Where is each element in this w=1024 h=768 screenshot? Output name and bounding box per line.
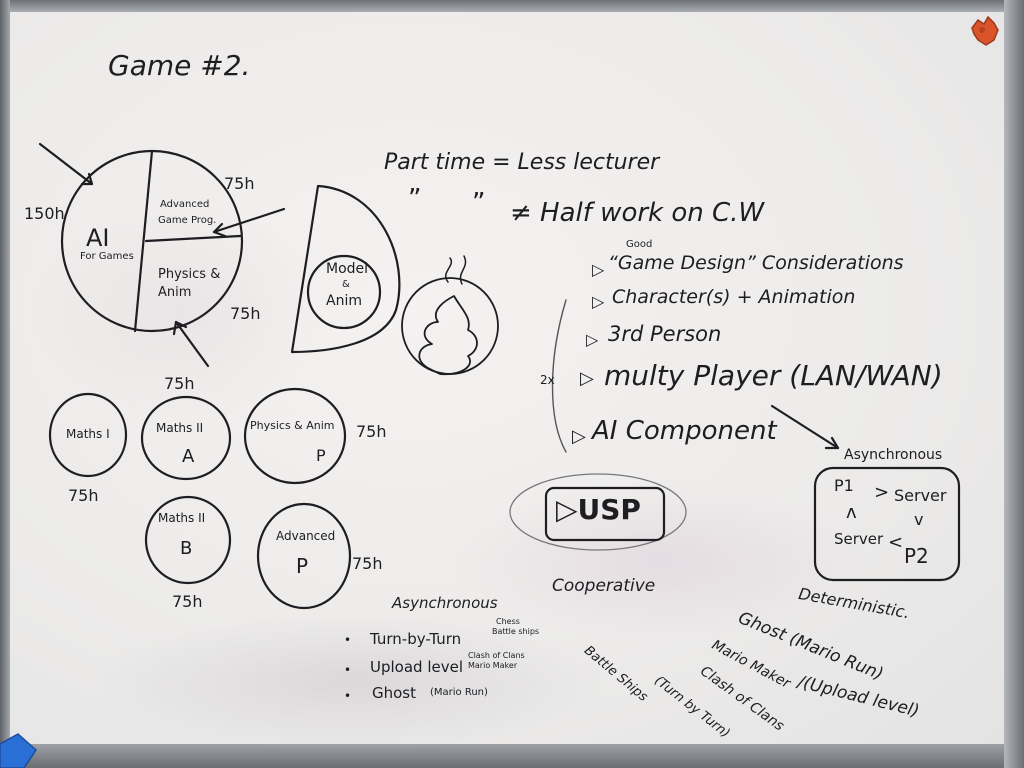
bullet-2-text: Character(s) + Animation — [612, 286, 856, 308]
bullet-3-text: 3rd Person — [608, 322, 722, 346]
notes-line-2: ≠ Half work on C.W — [510, 198, 765, 228]
sketch-circle — [401, 277, 499, 375]
ditto-mark-1: ” — [408, 184, 422, 214]
list-item-2-note2: Mario Maker — [468, 661, 518, 670]
eraser-smudge — [450, 482, 870, 642]
model-label: Model — [326, 261, 369, 277]
async-caret-down: v — [914, 510, 924, 529]
board-frame-left — [0, 0, 10, 768]
module-circle — [48, 392, 128, 478]
pie-ai-label: AI — [86, 224, 110, 252]
notes-line-1: Part time = Less lecturer — [384, 150, 660, 175]
list-item-1-text: Turn-by-Turn — [370, 630, 462, 648]
module-advanced-sub: P — [296, 554, 309, 578]
bullet-5-text: AI Component — [592, 416, 777, 446]
whiteboard-surface — [10, 12, 1004, 752]
async-arrow-2: < — [888, 532, 904, 553]
module-maths2b-hours: 75h — [172, 592, 203, 611]
module-physics-sub: P — [316, 446, 326, 465]
usp-label: ▷USP — [556, 493, 641, 526]
module-physics-label: Physics & Anim — [250, 419, 335, 432]
asynchronous-heading: Asynchronous — [392, 594, 498, 612]
anim-label: Anim — [326, 293, 362, 309]
module-maths1-hours: 75h — [68, 486, 99, 505]
module-advanced-label: Advanced — [276, 529, 336, 543]
board-frame-top — [0, 0, 1024, 12]
list-item-2-note1: Clash of Clans — [468, 651, 525, 660]
magnet-icon — [971, 15, 999, 46]
module-maths1-label: Maths I — [66, 427, 110, 441]
module-maths2a-hours: 75h — [164, 374, 195, 393]
board-frame-right — [1004, 0, 1024, 768]
pie-divider-horizontal — [144, 234, 242, 243]
bullet-4-prefix: ▷ — [580, 368, 594, 389]
async-box-title: Asynchronous — [844, 447, 943, 463]
bullet-2-prefix: ▷ — [592, 292, 605, 311]
module-maths2a-sub: A — [182, 446, 195, 467]
bullet-1-over: Good — [626, 239, 653, 250]
list-item-3-note1: (Mario Run) — [430, 687, 488, 698]
bullet-1-prefix: ▷ — [592, 260, 605, 279]
list-bullet-3: • — [344, 689, 352, 703]
async-server-bottom: Server — [834, 530, 884, 548]
pie-advanced-hours: 75h — [224, 174, 255, 193]
pie-advanced-sublabel: Game Prog. — [158, 215, 217, 226]
module-circle — [140, 395, 232, 481]
module-advanced-hours: 75h — [352, 554, 383, 573]
model-anim-half-disc — [290, 184, 401, 354]
list-item-2-text: Upload level — [370, 658, 463, 676]
pie-advanced-label: Advanced — [160, 199, 210, 210]
bullet-4-pre: 2x — [540, 373, 555, 387]
module-maths2a-label: Maths II — [156, 421, 204, 435]
pie-physics-hours: 75h — [230, 304, 261, 323]
module-maths2b-sub: B — [180, 538, 193, 559]
usp-box — [544, 486, 666, 542]
pie-physics-sublabel: Anim — [158, 285, 192, 300]
bullet-4-text: multy Player (LAN/WAN) — [604, 359, 943, 392]
bullet-1-text: “Game Design” Considerations — [608, 252, 904, 274]
list-bullet-2: • — [344, 663, 352, 677]
async-caret-up: ʌ — [846, 502, 857, 523]
board-title: Game #2. — [108, 49, 251, 82]
async-p2: P2 — [904, 544, 929, 568]
pie-ai-hours: 150h — [24, 204, 65, 223]
module-maths2b-label: Maths II — [158, 511, 206, 525]
async-server-top: Server — [894, 486, 947, 505]
list-item-1-note1: Chess — [496, 617, 520, 626]
async-arrow-1: > — [874, 482, 890, 503]
bullet-5-prefix: ▷ — [572, 426, 586, 447]
pie-physics-label: Physics & — [158, 267, 221, 282]
module-circle — [256, 502, 352, 610]
eraser-icon — [0, 733, 37, 768]
ditto-mark-2: ” — [472, 188, 486, 218]
async-server-box — [813, 466, 961, 582]
module-circle — [144, 495, 232, 585]
list-item-1-note2: Battle ships — [492, 627, 540, 636]
module-circle — [243, 387, 347, 485]
model-amp-label: & — [342, 279, 350, 290]
list-bullet-1: • — [344, 633, 352, 647]
list-item-3-text: Ghost — [372, 684, 417, 702]
pie-ai-sublabel: For Games — [80, 251, 134, 262]
bullet-3-prefix: ▷ — [586, 330, 599, 349]
module-physics-hours: 75h — [356, 422, 387, 441]
async-p1: P1 — [834, 476, 854, 495]
cooperative-label: Cooperative — [552, 576, 656, 596]
pie-divider-vertical — [133, 149, 154, 333]
